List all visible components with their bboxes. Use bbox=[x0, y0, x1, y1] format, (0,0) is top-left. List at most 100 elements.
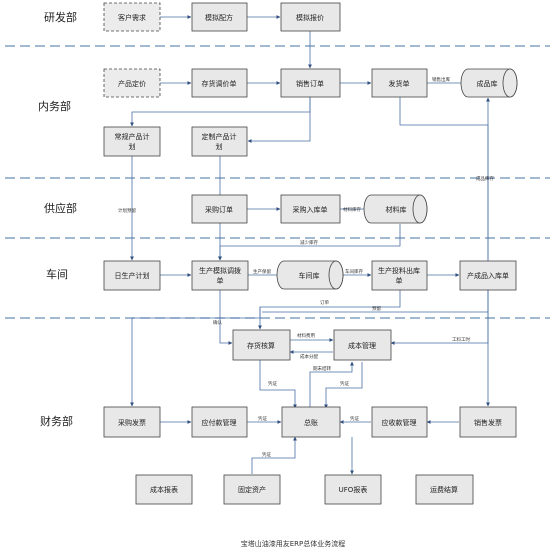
svg-text:存货核算: 存货核算 bbox=[247, 341, 275, 350]
label-period-end: 期末结转 bbox=[313, 365, 331, 372]
section-label-workshop: 车间 bbox=[46, 267, 68, 281]
label-sales-out: 销售出库 bbox=[432, 76, 450, 83]
svg-text:车间库: 车间库 bbox=[299, 271, 320, 280]
label-production-reserve: 生产保留 bbox=[253, 268, 271, 275]
node-payable-mgmt[interactable]: 应付款管理 bbox=[191, 406, 248, 438]
node-inventory-acct[interactable]: 存货核算 bbox=[232, 329, 291, 361]
svg-text:单: 单 bbox=[217, 276, 224, 285]
svg-text:材料库: 材料库 bbox=[386, 205, 407, 214]
svg-text:UFO报表: UFO报表 bbox=[339, 485, 368, 494]
label-prod-cost: 工料工时 bbox=[452, 336, 470, 343]
node-prod-material-out[interactable]: 生产投料出库 单 bbox=[371, 260, 428, 291]
node-purchase-order[interactable]: 采购订单 bbox=[191, 194, 248, 224]
svg-text:划: 划 bbox=[129, 142, 136, 151]
svg-text:成本报表: 成本报表 bbox=[150, 485, 178, 494]
section-label-rd: 研发部 bbox=[44, 10, 77, 24]
node-customer-req[interactable]: 客户需求 bbox=[103, 2, 161, 32]
node-product-pricing[interactable]: 产品定价 bbox=[103, 68, 161, 98]
node-general-ledger[interactable]: 总账 bbox=[281, 406, 341, 438]
svg-text:成本管理: 成本管理 bbox=[348, 341, 376, 350]
node-cost-report[interactable]: 成本报表 bbox=[135, 474, 193, 505]
edge-purchase-to-purchinv bbox=[130, 307, 261, 407]
label-product-store: 成品库存 bbox=[476, 175, 494, 182]
label-reserve-plan: 预留 bbox=[372, 305, 381, 312]
svg-text:总账: 总账 bbox=[304, 418, 318, 427]
edge-productin-to-cost bbox=[390, 290, 489, 345]
svg-text:销售订单: 销售订单 bbox=[296, 79, 324, 88]
label-material-cost: 材料费用 bbox=[297, 332, 315, 339]
edge-cost-to-gl bbox=[324, 362, 363, 409]
node-regular-plan[interactable]: 常规产品计 划 bbox=[103, 126, 161, 157]
node-workshop-store[interactable]: 车间库 bbox=[276, 260, 344, 290]
label-confirm: 确认 bbox=[213, 319, 222, 326]
node-sim-formula[interactable]: 模拟配方 bbox=[191, 2, 248, 32]
label-reduce-store: 减少库存 bbox=[300, 239, 318, 246]
node-freight-settle[interactable]: 运费结算 bbox=[415, 474, 474, 505]
edge-delivery-to-salesinv bbox=[399, 97, 490, 407]
label-workshop-store-out: 车间库存 bbox=[345, 268, 363, 275]
edge-gl-to-cost bbox=[309, 361, 354, 408]
svg-text:运费结算: 运费结算 bbox=[430, 485, 458, 494]
label-material-store-in: 材料库存 bbox=[343, 206, 361, 213]
svg-text:应收款管理: 应收款管理 bbox=[382, 418, 417, 427]
connectors: 销售出库 计划预留 材料库存 减少库存 生产保留 车间库存 成品库存 确认 订单 bbox=[118, 15, 494, 475]
label-cost-flow: 凭证 bbox=[340, 380, 349, 387]
label-cost-allocation: 成本分配 bbox=[300, 353, 318, 360]
node-sim-quote[interactable]: 模拟报价 bbox=[280, 2, 341, 32]
node-fixed-assets[interactable]: 固定资产 bbox=[223, 474, 281, 505]
diagram-caption: 宝塔山油漆用友ERP总体业务流程 bbox=[241, 539, 346, 548]
svg-text:生产投料出库: 生产投料出库 bbox=[378, 266, 420, 275]
svg-text:生产模拟调拨: 生产模拟调拨 bbox=[199, 266, 241, 275]
section-label-supply: 供应部 bbox=[44, 201, 77, 215]
node-delivery-note[interactable]: 发货单 bbox=[371, 68, 428, 98]
node-purchase-invoice[interactable]: 采购发票 bbox=[103, 406, 161, 438]
svg-text:客户需求: 客户需求 bbox=[118, 13, 146, 22]
node-product-in[interactable]: 产成品入库单 bbox=[459, 260, 517, 291]
node-prod-transfer[interactable]: 生产模拟调拨 单 bbox=[191, 260, 249, 291]
svg-text:采购入库单: 采购入库单 bbox=[293, 205, 328, 214]
edge-fa-to-gl bbox=[251, 436, 297, 474]
node-sales-order[interactable]: 销售订单 bbox=[280, 68, 341, 98]
svg-text:模拟报价: 模拟报价 bbox=[296, 13, 324, 22]
svg-text:采购发票: 采购发票 bbox=[118, 418, 146, 427]
svg-text:成品库: 成品库 bbox=[477, 79, 498, 88]
label-voucher-payable: 凭证 bbox=[258, 415, 267, 422]
svg-text:存货调价单: 存货调价单 bbox=[202, 79, 237, 88]
section-label-internal: 内务部 bbox=[38, 99, 71, 113]
svg-text:采购订单: 采购订单 bbox=[205, 205, 233, 214]
edge-invacct-to-gl bbox=[259, 360, 297, 409]
nodes: 客户需求 模拟配方 模拟报价 产品定价 存货调价单 销售订单 发货单 bbox=[103, 2, 518, 505]
node-inventory-price[interactable]: 存货调价单 bbox=[191, 68, 248, 98]
node-sales-invoice[interactable]: 销售发票 bbox=[459, 406, 517, 438]
node-material-store[interactable]: 材料库 bbox=[363, 194, 428, 224]
svg-text:发货单: 发货单 bbox=[389, 79, 410, 88]
svg-text:应付款管理: 应付款管理 bbox=[202, 418, 237, 427]
svg-text:产成品入库单: 产成品入库单 bbox=[467, 271, 509, 280]
svg-text:单: 单 bbox=[396, 276, 403, 285]
svg-text:模拟配方: 模拟配方 bbox=[205, 13, 233, 22]
svg-text:划: 划 bbox=[216, 142, 223, 151]
node-purchase-in[interactable]: 采购入库单 bbox=[280, 194, 341, 224]
node-cost-mgmt[interactable]: 成本管理 bbox=[333, 329, 392, 361]
label-plan-reserve: 计划预留 bbox=[118, 207, 136, 214]
svg-text:日生产计划: 日生产计划 bbox=[115, 271, 150, 280]
node-custom-plan[interactable]: 定制产品计 划 bbox=[191, 126, 248, 157]
edge-order-to-custom bbox=[247, 97, 311, 143]
edge-order-to-regular bbox=[130, 97, 311, 127]
section-label-finance: 财务部 bbox=[40, 414, 73, 428]
svg-text:销售发票: 销售发票 bbox=[474, 418, 502, 427]
label-voucher-receivable: 凭证 bbox=[350, 415, 359, 422]
edge-material-to-transfer bbox=[218, 224, 401, 261]
label-voucher-fa: 凭证 bbox=[262, 451, 271, 458]
label-fill-price: 订单 bbox=[320, 299, 329, 306]
svg-text:定制产品计: 定制产品计 bbox=[202, 132, 237, 141]
node-daily-plan[interactable]: 日生产计划 bbox=[103, 260, 161, 291]
svg-text:产品定价: 产品定价 bbox=[118, 79, 146, 88]
node-ufo-report[interactable]: UFO报表 bbox=[324, 474, 382, 505]
node-receivable-mgmt[interactable]: 应收款管理 bbox=[371, 406, 428, 438]
svg-text:常规产品计: 常规产品计 bbox=[115, 132, 150, 141]
label-voucher-inv: 凭证 bbox=[268, 380, 277, 387]
edge-transfer-to-invacct bbox=[219, 290, 233, 345]
node-finished-store[interactable]: 成品库 bbox=[460, 68, 518, 98]
